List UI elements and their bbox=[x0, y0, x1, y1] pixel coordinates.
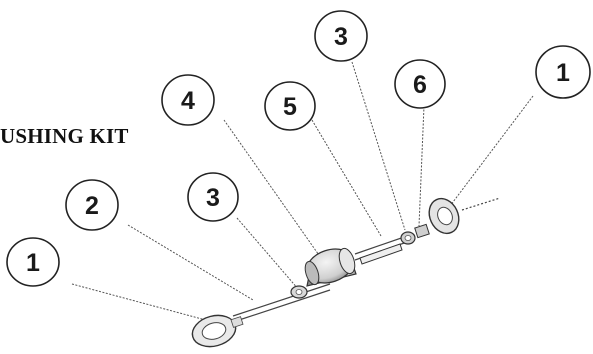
inner-sleeve bbox=[359, 243, 403, 265]
leader-line-2 bbox=[127, 224, 254, 301]
callout-bubble-5 bbox=[264, 81, 316, 131]
leader-line-5 bbox=[311, 119, 382, 237]
washer-left bbox=[191, 314, 244, 348]
leader-line-6 bbox=[418, 105, 425, 227]
callout-bubble-3-upper bbox=[314, 10, 368, 62]
callout-number-3-upper: 3 bbox=[334, 23, 348, 51]
spacer-upper bbox=[400, 231, 416, 245]
leader-line-1-left bbox=[71, 283, 214, 323]
nut bbox=[414, 223, 430, 239]
callout-bubble-2 bbox=[65, 179, 119, 231]
callout-number-2: 2 bbox=[85, 192, 99, 220]
washer-right bbox=[428, 197, 460, 235]
callout-bubble-1-right bbox=[535, 45, 591, 99]
leader-line-3-upper bbox=[351, 61, 406, 231]
leader-line-1-right bbox=[449, 95, 534, 207]
callout-number-4: 4 bbox=[181, 87, 195, 115]
callout-bubble-6 bbox=[394, 59, 446, 109]
callout-number-3-lower: 3 bbox=[206, 184, 220, 212]
callout-number-1-left: 1 bbox=[26, 249, 40, 277]
diagram-title: USHING KIT bbox=[0, 124, 129, 148]
callout-bubble-1-left bbox=[6, 237, 60, 287]
callout-number-6: 6 bbox=[413, 71, 427, 99]
callout-number-1-right: 1 bbox=[556, 59, 570, 87]
bolt-shaft-lower bbox=[232, 289, 331, 323]
spacer-lower bbox=[290, 285, 308, 299]
bushing-body bbox=[304, 247, 357, 287]
callout-number-5: 5 bbox=[283, 93, 297, 121]
callout-bubble-3-lower bbox=[187, 172, 239, 222]
leader-line-4 bbox=[223, 119, 322, 259]
callout-bubble-4 bbox=[161, 74, 215, 126]
leader-line-3-lower bbox=[236, 217, 300, 291]
